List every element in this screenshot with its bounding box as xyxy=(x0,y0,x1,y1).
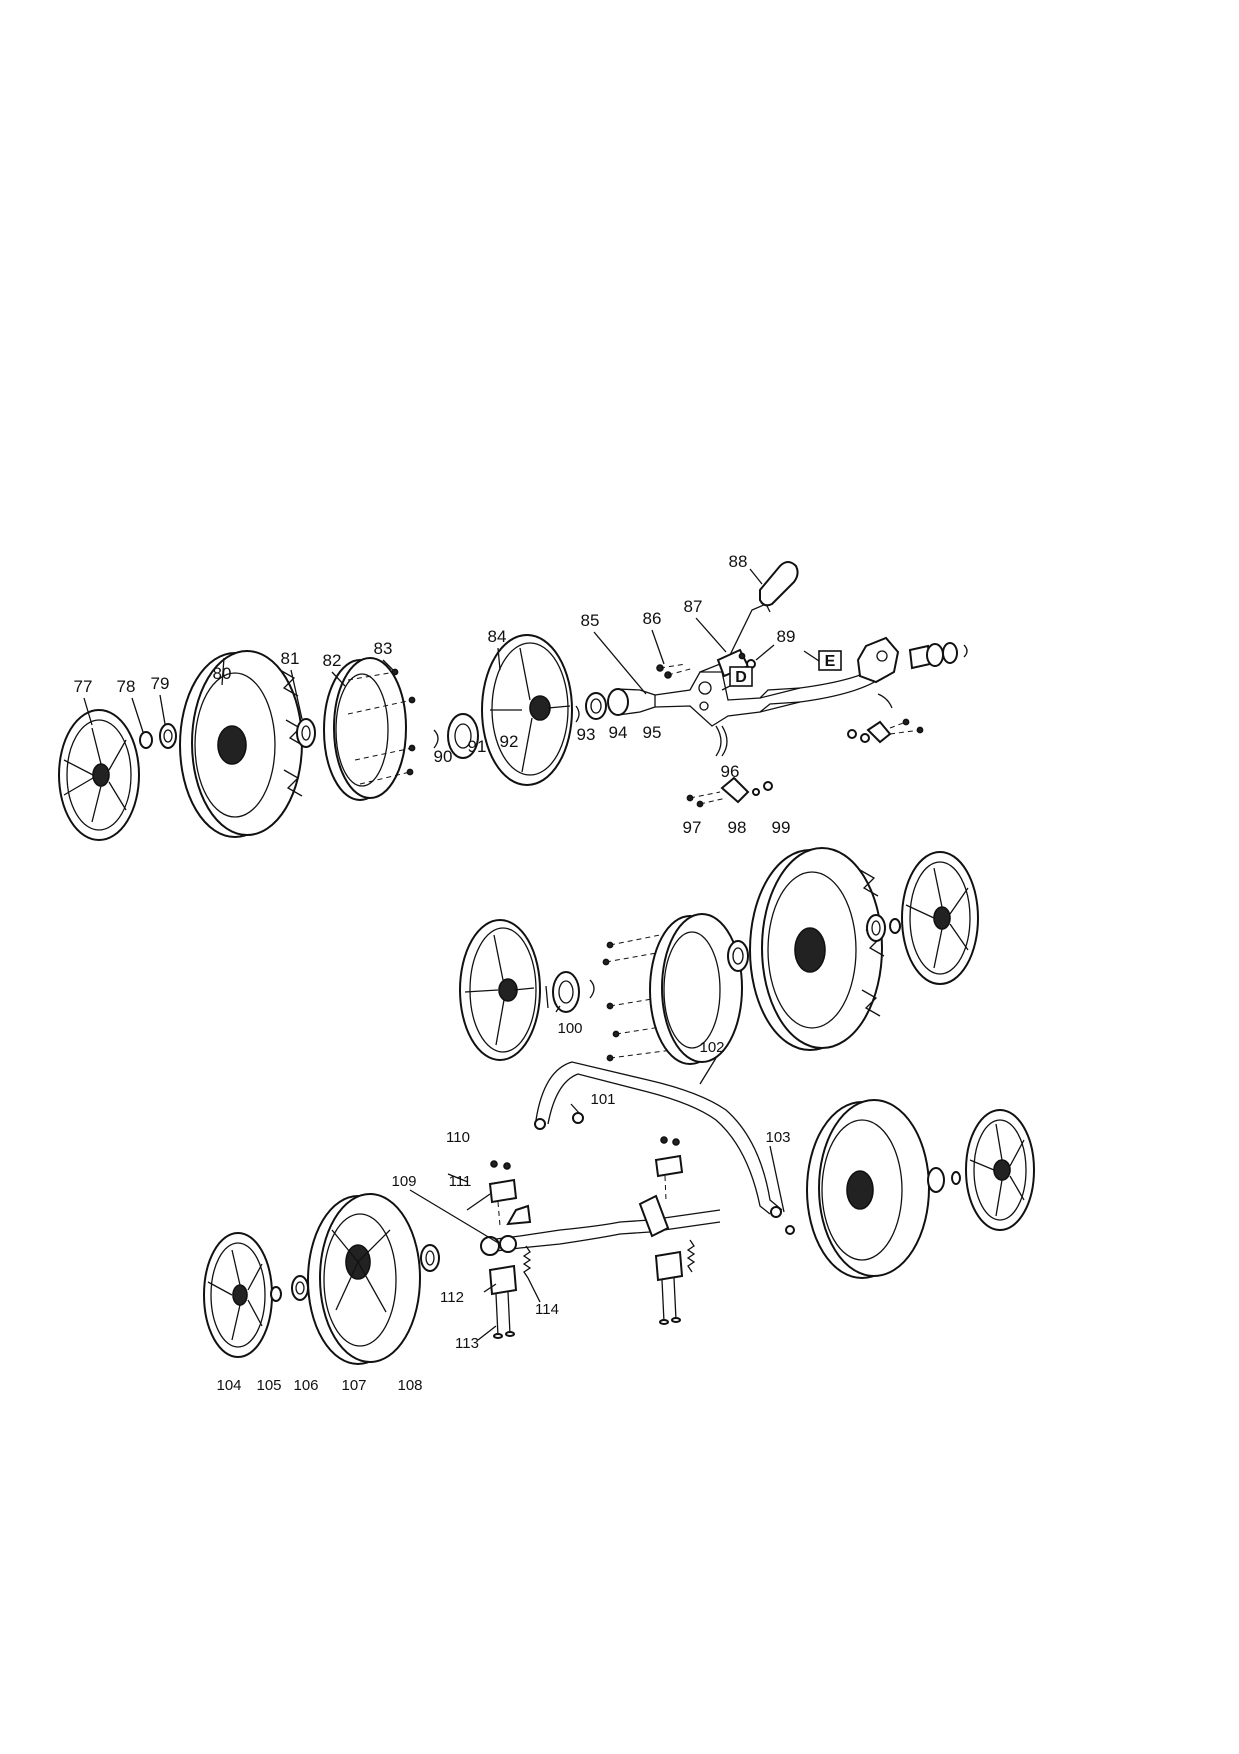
part-labels-upper: 77 78 79 80 81 82 83 84 85 86 87 88 89 9… xyxy=(74,552,796,837)
part-label-99: 99 xyxy=(772,818,791,837)
wheel-part-80 xyxy=(179,650,305,838)
bearing-middle-right xyxy=(866,914,901,942)
part-label-104: 104 xyxy=(216,1377,241,1394)
pinion-gear-part-91 xyxy=(447,713,479,759)
part-label-110: 110 xyxy=(446,1129,470,1146)
part-label-90: 90 xyxy=(434,747,453,766)
part-label-78: 78 xyxy=(117,677,136,696)
small-bracket-right xyxy=(847,718,924,744)
part-label-97: 97 xyxy=(683,818,702,837)
springs-part-114 xyxy=(522,1239,696,1279)
circlip-part-90 xyxy=(433,729,439,749)
nut-part-89 xyxy=(738,652,756,669)
screws-part-97 xyxy=(686,791,727,808)
leader-lines xyxy=(83,568,820,1341)
right-bracket-E: E xyxy=(818,636,968,709)
bushing-part-95 xyxy=(607,688,656,716)
pinion-gear-part-100 xyxy=(545,971,595,1013)
part-labels-middle: 100 xyxy=(557,1020,582,1037)
wheel-lower-right xyxy=(806,1099,930,1279)
part-labels-lower: 101 102 103 104 105 106 107 108 109 110 … xyxy=(216,1039,790,1394)
part-label-101: 101 xyxy=(590,1091,615,1108)
axle-lower xyxy=(480,1194,721,1256)
part-label-89: 89 xyxy=(777,627,796,646)
part-label-103: 103 xyxy=(765,1129,790,1146)
washer-part-99 xyxy=(752,781,773,796)
part-label-111: 111 xyxy=(449,1173,472,1190)
part-label-77: 77 xyxy=(74,677,93,696)
handle-bar-part-102 xyxy=(534,1061,783,1218)
ring-gear-part-82 xyxy=(323,657,407,801)
part-label-108: 108 xyxy=(397,1377,422,1394)
part-label-95: 95 xyxy=(643,723,662,742)
washer-part-103 xyxy=(785,1225,795,1235)
clip-part-96 xyxy=(715,725,728,757)
nut-part-105 xyxy=(270,1286,282,1302)
upper-assembly: D E xyxy=(58,561,968,841)
reference-box-D: D xyxy=(729,666,753,687)
part-label-113: 113 xyxy=(455,1335,479,1352)
part-label-88: 88 xyxy=(729,552,748,571)
part-label-83: 83 xyxy=(374,639,393,658)
part-label-98: 98 xyxy=(728,818,747,837)
part-label-84: 84 xyxy=(488,627,507,646)
screws-part-86 xyxy=(656,663,695,679)
part-label-93: 93 xyxy=(577,725,596,744)
wheel-part-107 xyxy=(307,1193,421,1365)
cover-disc-middle xyxy=(459,919,541,1061)
part-label-112: 112 xyxy=(440,1289,464,1306)
knob-part-88 xyxy=(759,561,799,607)
part-label-86: 86 xyxy=(643,609,662,628)
part-label-92: 92 xyxy=(500,732,519,751)
hubcap-middle-right xyxy=(901,851,979,985)
bearing-part-81 xyxy=(296,718,316,748)
part-label-79: 79 xyxy=(151,674,170,693)
part-label-100: 100 xyxy=(557,1020,582,1037)
part-label-81: 81 xyxy=(281,649,300,668)
part-label-102: 102 xyxy=(699,1039,724,1056)
bearing-part-94 xyxy=(585,692,607,720)
wheel-middle xyxy=(749,847,885,1051)
part-label-87: 87 xyxy=(684,597,703,616)
washer-part-93 xyxy=(575,705,580,723)
middle-assembly xyxy=(459,847,979,1065)
hubcap-part-77 xyxy=(58,709,140,841)
part-label-80: 80 xyxy=(213,664,232,683)
nut-part-78 xyxy=(139,731,153,749)
nut-part-101 xyxy=(572,1112,584,1124)
part-label-114: 114 xyxy=(535,1301,559,1318)
bearing-lower-right xyxy=(927,1167,961,1193)
clamp-top-part-111 xyxy=(488,1154,684,1227)
screws-part-110 xyxy=(490,1136,680,1170)
hubcap-lower-right xyxy=(965,1109,1035,1231)
part-label-91: 91 xyxy=(468,737,487,756)
part-label-85: 85 xyxy=(581,611,600,630)
lower-assembly xyxy=(203,1061,1035,1365)
lever-part-87 xyxy=(716,603,771,678)
part-label-96: 96 xyxy=(721,762,740,781)
part-label-82: 82 xyxy=(323,651,342,670)
label-box-D: D xyxy=(735,669,747,686)
clamp-bottom-part-112 xyxy=(488,1250,684,1296)
part-label-109: 109 xyxy=(391,1173,416,1190)
bearing-middle xyxy=(727,940,749,972)
bolts-part-113 xyxy=(493,1277,681,1339)
cover-disc-part-84 xyxy=(481,634,573,786)
bearing-part-79 xyxy=(159,723,177,749)
hubcap-part-104 xyxy=(203,1232,273,1358)
screws-part-83 xyxy=(347,668,416,785)
part-label-94: 94 xyxy=(609,723,628,742)
label-box-E: E xyxy=(825,653,836,670)
bearing-part-106 xyxy=(291,1275,309,1301)
screws-middle xyxy=(602,934,681,1062)
ring-gear-middle xyxy=(649,913,743,1065)
pivot-part-109 xyxy=(506,1204,532,1226)
bearing-part-108 xyxy=(420,1244,440,1272)
part-label-105: 105 xyxy=(256,1377,281,1394)
part-label-106: 106 xyxy=(293,1377,318,1394)
plate-part-98 xyxy=(720,776,750,804)
part-label-107: 107 xyxy=(341,1377,366,1394)
